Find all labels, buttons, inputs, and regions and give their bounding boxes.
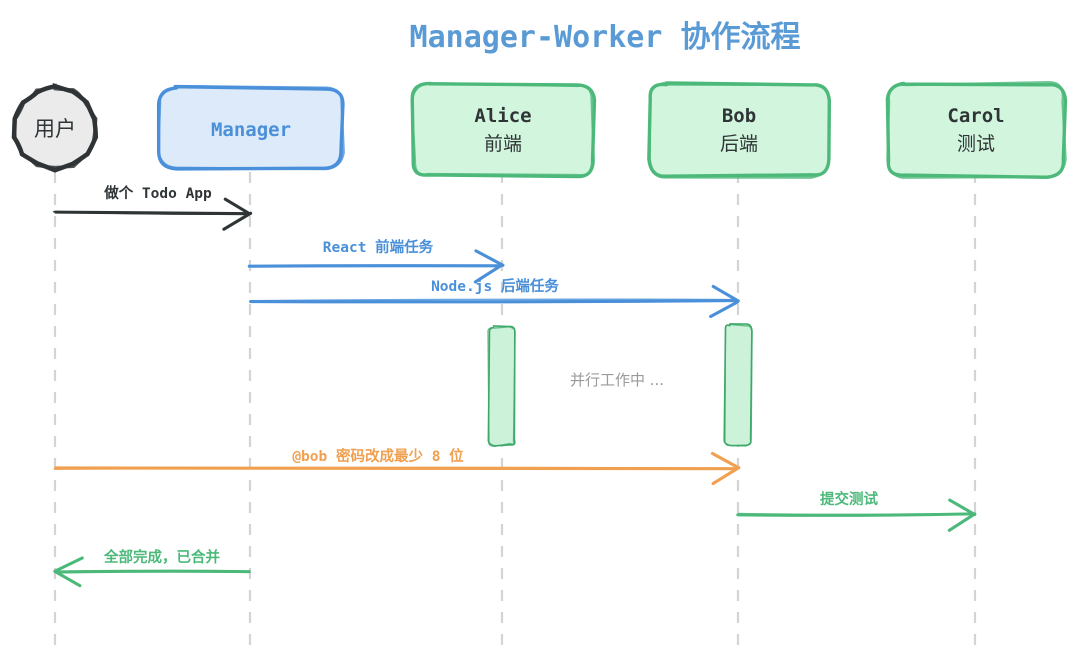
message-m4: @bob 密码改成最少 8 位	[53, 447, 741, 486]
activations-layer	[487, 323, 753, 447]
notes-layer: 并行工作中 ...	[570, 371, 664, 389]
page-title: Manager-Worker 协作流程	[410, 20, 801, 55]
participant-name-carol: Carol	[947, 105, 1004, 127]
participant-manager[interactable]: Manager	[156, 84, 345, 171]
message-m5: 提交测试	[736, 490, 977, 532]
message-label-m2: React 前端任务	[323, 238, 434, 256]
message-label-m6: 全部完成，已合并	[103, 548, 220, 566]
message-label-m5: 提交测试	[820, 490, 878, 508]
participant-name-alice: Alice	[474, 105, 531, 127]
participant-alice[interactable]: Alice 前端	[410, 81, 597, 179]
message-label-m3: Node.js 后端任务	[431, 277, 559, 295]
participants-layer: 用户 Manager Alice 前端 Bob 后端 Carol 测试	[11, 81, 1068, 179]
message-m3: Node.js 后端任务	[249, 277, 740, 319]
participant-label-user: 用户	[34, 117, 76, 141]
participant-subtitle-bob: 后端	[720, 133, 758, 155]
message-m2: React 前端任务	[247, 238, 505, 284]
message-label-m1: 做个 Todo App	[103, 184, 212, 202]
participant-user[interactable]: 用户	[11, 82, 99, 173]
activation-bar-bob	[723, 323, 753, 447]
participant-carol[interactable]: Carol 测试	[885, 81, 1068, 179]
message-m6: 全部完成，已合并	[53, 548, 251, 588]
note-note-parallel: 并行工作中 ...	[570, 371, 664, 389]
participant-name-manager: Manager	[211, 119, 291, 141]
activation-bar-alice	[487, 325, 516, 447]
message-m1: 做个 Todo App	[52, 184, 253, 231]
message-label-m4: @bob 密码改成最少 8 位	[292, 447, 464, 465]
participant-subtitle-carol: 测试	[957, 133, 995, 155]
participant-name-bob: Bob	[722, 105, 756, 127]
participant-subtitle-alice: 前端	[484, 133, 522, 155]
participant-bob[interactable]: Bob 后端	[647, 81, 832, 179]
